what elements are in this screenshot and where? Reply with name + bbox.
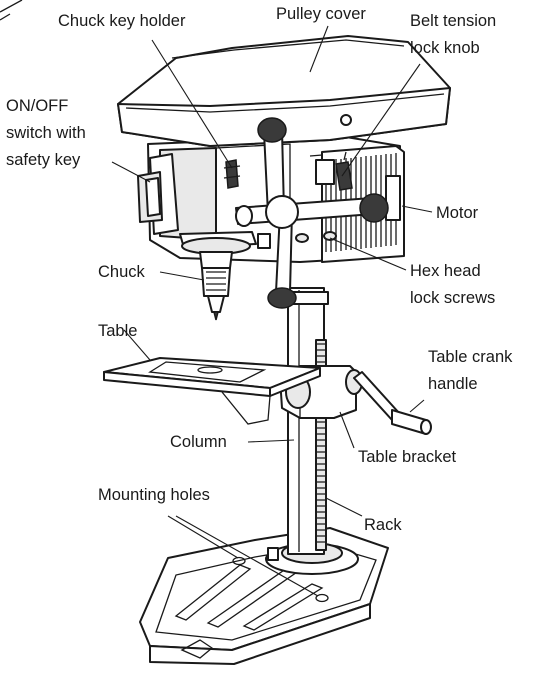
leader-rack	[325, 497, 363, 517]
leader-table-crank-handle	[409, 399, 425, 413]
leader-table-bracket	[339, 411, 355, 449]
table	[103, 357, 321, 425]
leader-chuck	[159, 271, 205, 281]
corner-fragment	[0, 0, 23, 21]
hex-head-lock-screws	[295, 231, 337, 243]
label-table-crank: Table crank	[428, 348, 513, 366]
leader-table	[123, 329, 151, 361]
belt-tension-lock-knob	[315, 151, 353, 191]
leader-onoff-switch	[111, 161, 151, 183]
mounting-holes	[232, 556, 329, 603]
label-chuck-key-holder: Chuck key holder	[58, 12, 186, 30]
leader-hex-head-lock-screws	[329, 237, 407, 271]
leader-motor	[401, 205, 433, 213]
label-onoff: ON/OFF	[6, 97, 68, 115]
leader-mounting-holes-b	[175, 515, 319, 597]
leader-pulley-cover	[309, 25, 329, 73]
leader-mounting-holes-a	[167, 515, 239, 559]
label-pulley-cover: Pulley cover	[276, 5, 366, 23]
label-table: Table	[98, 322, 137, 340]
label-lock-knob: lock knob	[410, 39, 480, 57]
onoff-switch	[137, 153, 179, 235]
label-lock-screws: lock screws	[410, 289, 495, 307]
label-hex-head: Hex head	[410, 262, 481, 280]
label-switch-with: switch with	[6, 124, 86, 142]
label-belt-tension: Belt tension	[410, 12, 496, 30]
label-chuck: Chuck	[98, 263, 146, 281]
label-crank-handle: handle	[428, 375, 478, 393]
label-rack: Rack	[364, 516, 402, 534]
base	[139, 527, 389, 665]
leader-column	[247, 439, 295, 443]
quill-feed-handles	[235, 117, 389, 309]
label-mounting-holes: Mounting holes	[98, 486, 210, 504]
spindle-collar	[179, 231, 271, 255]
chuck	[199, 251, 233, 321]
label-column: Column	[170, 433, 227, 451]
label-motor: Motor	[436, 204, 479, 222]
label-safety-key: safety key	[6, 151, 81, 169]
leader-chuck-key-holder	[151, 39, 233, 169]
leader-belt-tension-lock-knob	[341, 63, 421, 177]
label-table-bracket: Table bracket	[358, 448, 457, 466]
table-crank-handle	[345, 369, 432, 435]
